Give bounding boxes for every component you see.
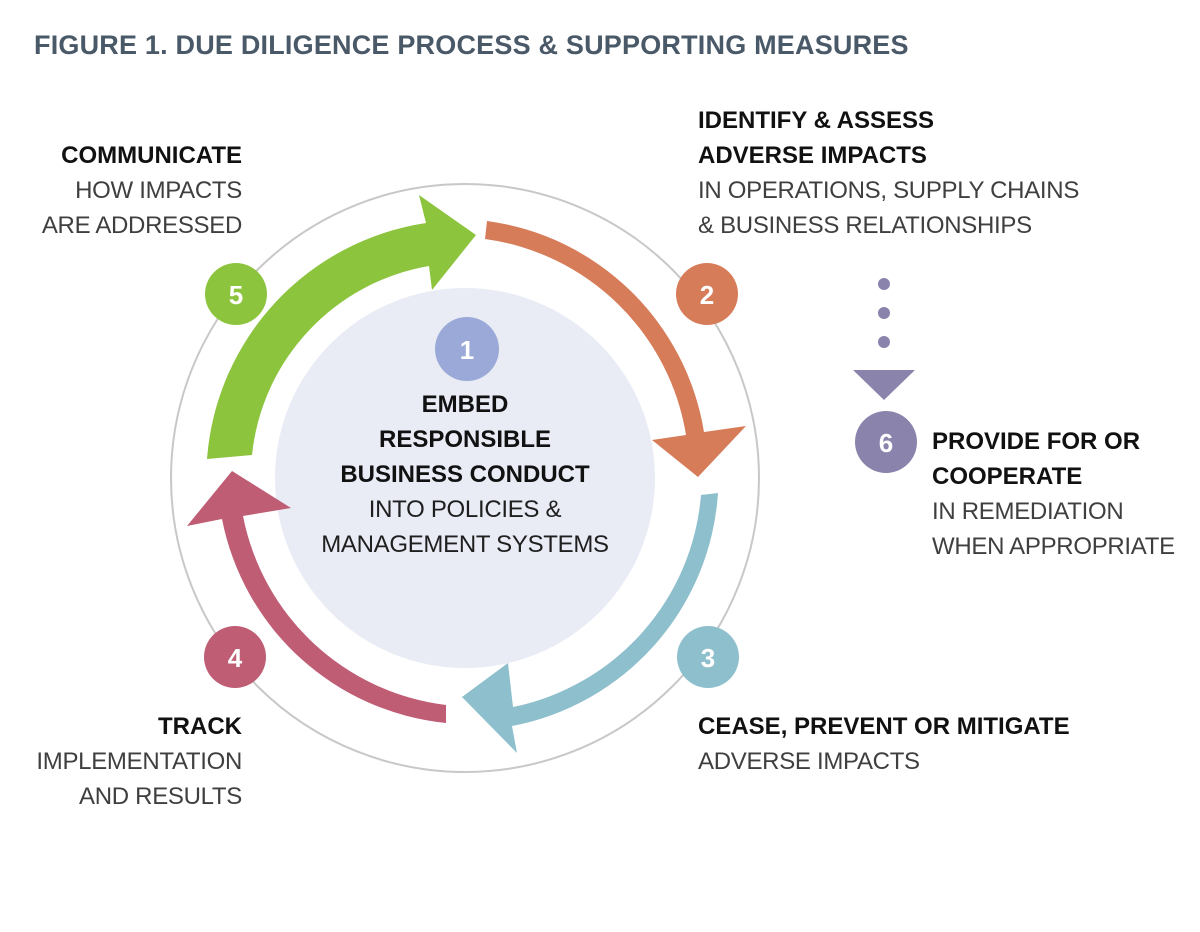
badge-5: 5 [205,263,267,325]
center-sub-line: INTO POLICIES & [368,496,562,523]
badge-2-number: 2 [700,280,714,310]
step-4-label: TRACK IMPLEMENTATION AND RESULTS [36,709,242,814]
step-2-heading-line: IDENTIFY & ASSESS [698,107,935,134]
step-2-sub-line: IN OPERATIONS, SUPPLY CHAINS [698,177,1080,204]
step-4-sub-line: AND RESULTS [79,783,242,810]
center-heading-line: EMBED [421,391,509,418]
step-3-sub-line: ADVERSE IMPACTS [698,748,920,775]
dotted-connector [853,278,915,400]
step-6-label: PROVIDE FOR OR COOPERATE IN REMEDIATION … [932,424,1175,564]
center-disc [275,288,655,668]
step-4-sub-line: IMPLEMENTATION [36,748,242,775]
step-3-label: CEASE, PREVENT OR MITIGATE ADVERSE IMPAC… [698,709,1070,779]
badge-3: 3 [677,626,739,688]
step-2-sub-line: & BUSINESS RELATIONSHIPS [698,212,1032,239]
badge-6-number: 6 [879,428,893,458]
arrow-step-5 [207,195,476,459]
step-5-label: COMMUNICATE HOW IMPACTS ARE ADDRESSED [42,138,242,243]
step-6-sub-line: WHEN APPROPRIATE [932,533,1175,560]
step-3-heading-line: CEASE, PREVENT OR MITIGATE [698,713,1070,740]
arrow-step-2 [485,221,746,477]
step-2-heading-line: ADVERSE IMPACTS [698,142,927,169]
arrow-step-3 [462,493,718,753]
badge-2: 2 [676,263,738,325]
step-6-sub-line: IN REMEDIATION [932,498,1124,525]
arrow-step-4 [187,471,446,723]
badge-6: 6 [855,411,917,473]
step-6-heading-line: PROVIDE FOR OR [932,428,1141,455]
step-2-label: IDENTIFY & ASSESS ADVERSE IMPACTS IN OPE… [698,103,1079,243]
center-sub-line: MANAGEMENT SYSTEMS [321,531,609,558]
connector-arrowhead [853,370,915,400]
step-5-sub-line: HOW IMPACTS [75,177,242,204]
figure-title: FIGURE 1. DUE DILIGENCE PROCESS & SUPPOR… [34,30,909,60]
badge-1-number: 1 [460,335,474,365]
badge-5-number: 5 [229,280,243,310]
step-4-heading-line: TRACK [158,713,242,740]
step-6-heading-line: COOPERATE [932,463,1083,490]
badge-1: 1 [435,317,499,381]
outer-ring [170,183,760,773]
badge-4-number: 4 [228,643,243,673]
step-5-heading-line: COMMUNICATE [61,142,242,169]
center-label: EMBED RESPONSIBLE BUSINESS CONDUCT INTO … [300,387,630,562]
badge-3-number: 3 [701,643,715,673]
step-5-sub-line: ARE ADDRESSED [41,212,242,239]
center-heading-line: BUSINESS CONDUCT [340,461,590,488]
center-heading-line: RESPONSIBLE [378,426,552,453]
badge-4: 4 [204,626,266,688]
